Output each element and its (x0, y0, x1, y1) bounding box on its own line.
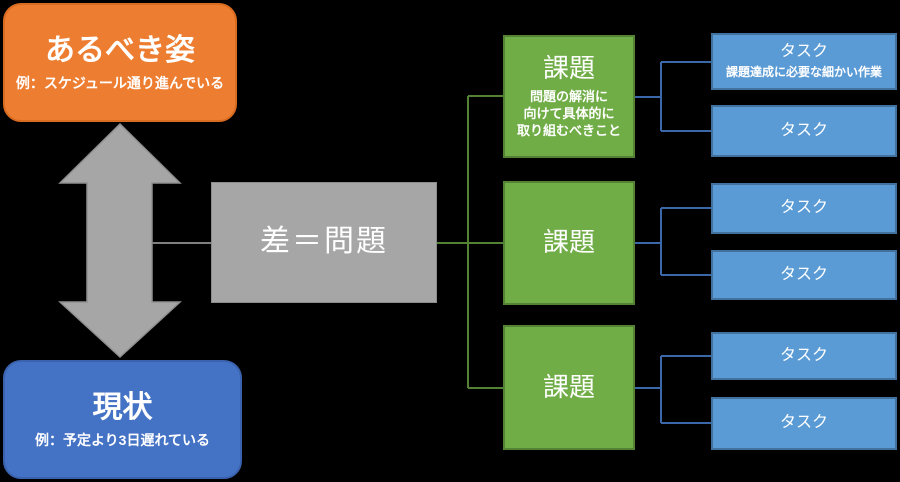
gap-to-issues-connector (437, 95, 503, 389)
gap-problem-label: 差＝問題 (260, 225, 388, 259)
current-state-title: 現状 (92, 391, 153, 425)
task-label: タスク (779, 265, 828, 283)
task-label: タスク (779, 43, 828, 61)
issue-box-3: 課題 (503, 325, 635, 450)
issue-note-line: 向けて具体的に (523, 106, 615, 122)
task-label: タスク (779, 414, 828, 432)
issue-label: 課題 (542, 371, 595, 402)
task-box-6: タスク (711, 397, 897, 450)
issue3-to-tasks-connector (635, 355, 711, 424)
task-note: 課題達成に必要な細かい作業 (725, 64, 882, 79)
issue-note-line: 取り組むべきこと (516, 123, 621, 139)
ideal-state-box: あるべき姿 例：スケジュール通り進んでいる (3, 3, 237, 122)
task-box-2: タスク (711, 105, 897, 157)
issue2-to-tasks-connector (635, 207, 711, 276)
issue-label: 課題 (542, 227, 595, 258)
task-box-3: タスク (711, 183, 897, 234)
task-box-1: タスク 課題達成に必要な細かい作業 (711, 33, 897, 90)
ideal-state-example: 例：スケジュール通り進んでいる (15, 74, 225, 91)
gap-problem-box: 差＝問題 (211, 182, 437, 303)
current-state-example: 例：予定より3日遅れている (34, 431, 211, 448)
ideal-state-title: あるべき姿 (45, 34, 195, 68)
issue1-to-tasks-connector (635, 61, 711, 132)
issue-note: 問題の解消に 向けて具体的に 取り組むべきこと (517, 88, 621, 139)
current-state-box: 現状 例：予定より3日遅れている (3, 360, 242, 479)
task-label: タスク (779, 199, 828, 217)
issue-note-line: 問題の解消に (529, 89, 608, 105)
task-label: タスク (779, 346, 828, 364)
task-box-4: タスク (711, 250, 897, 300)
issue-box-2: 課題 (503, 181, 635, 305)
task-label: タスク (779, 121, 828, 139)
task-box-5: タスク (711, 332, 897, 380)
issue-label: 課題 (542, 52, 595, 83)
issue-box-1: 課題 問題の解消に 向けて具体的に 取り組むべきこと (503, 35, 635, 158)
double-arrow-icon (58, 122, 182, 359)
